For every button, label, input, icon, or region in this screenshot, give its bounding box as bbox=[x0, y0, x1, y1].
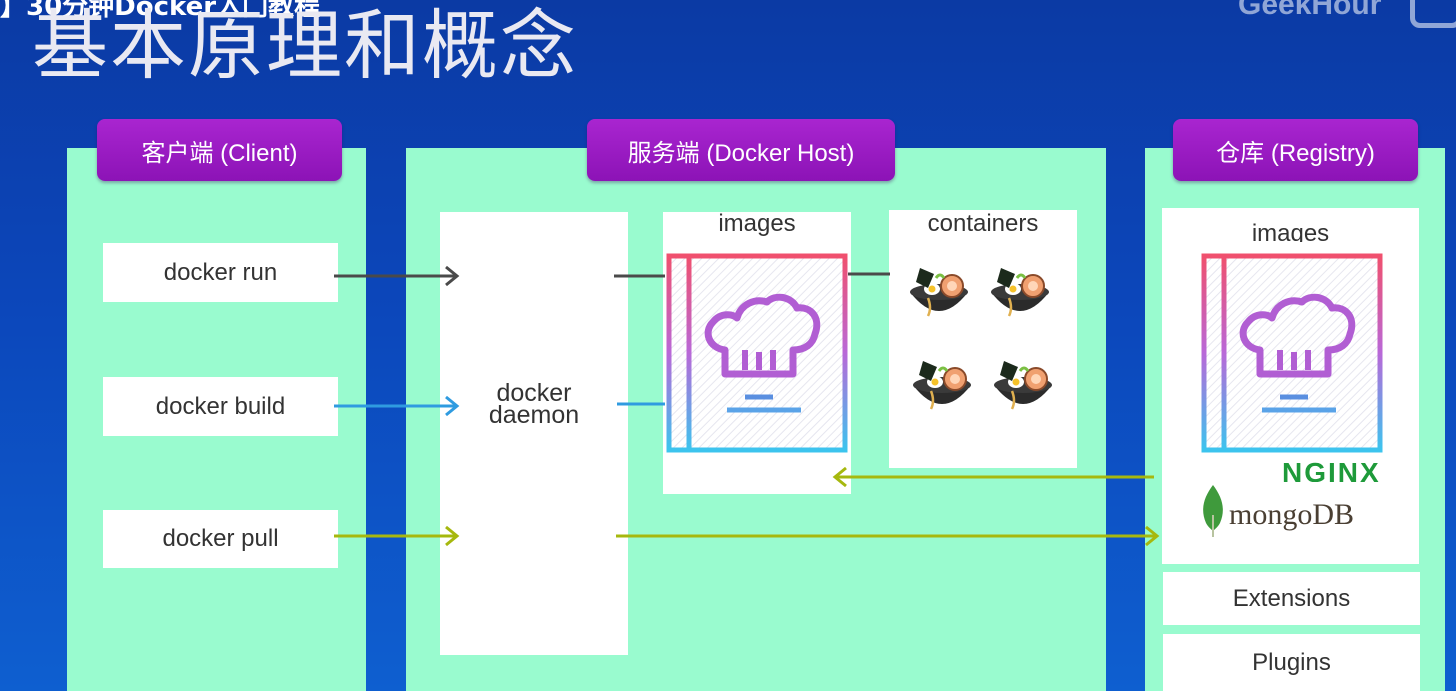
mongodb-leaf-icon bbox=[1203, 485, 1223, 537]
slide-title: 基本原理和概念 bbox=[32, 1, 578, 90]
registry-to-images-arrowhead bbox=[832, 466, 847, 488]
pull-arrowhead bbox=[445, 525, 460, 547]
registry-header: 仓库 (Registry) bbox=[1173, 119, 1418, 181]
plugins-box: Plugins bbox=[1163, 634, 1420, 691]
docker-daemon-box: docker daemon bbox=[440, 212, 628, 655]
host-images-label: images bbox=[718, 210, 796, 237]
host-header: 服务端 (Docker Host) bbox=[587, 119, 895, 181]
bilibili-logo-icon bbox=[1410, 0, 1456, 28]
containers-label: containers bbox=[927, 210, 1039, 237]
run-arrowhead bbox=[445, 265, 460, 287]
daemon-label-line2: daemon bbox=[488, 401, 580, 429]
container-ramen-icon-1 bbox=[910, 268, 968, 317]
container-ramen-icon-3 bbox=[913, 361, 971, 410]
docker-build-box: docker build bbox=[103, 377, 338, 436]
recipe-book-icon bbox=[666, 252, 848, 454]
nginx-logo: NGINX bbox=[1282, 457, 1381, 482]
extensions-box: Extensions bbox=[1163, 572, 1420, 625]
daemon-label-line1: docker bbox=[496, 379, 572, 407]
client-header: 客户端 (Client) bbox=[97, 119, 342, 181]
brand-logo-text: GeekHour bbox=[1238, 0, 1382, 21]
video-title: 】30分钟Docker入门教程 bbox=[0, 0, 321, 22]
daemon-label: docker daemon bbox=[440, 379, 628, 429]
mongodb-logo-text: mongoDB bbox=[1229, 498, 1355, 531]
registry-images-label: images bbox=[1251, 220, 1330, 242]
build-arrowhead bbox=[445, 395, 460, 417]
docker-pull-box: docker pull bbox=[103, 510, 338, 568]
pull-to-registry-arrowhead bbox=[1145, 525, 1160, 547]
container-ramen-icon-4 bbox=[994, 361, 1052, 410]
registry-recipe-book-icon bbox=[1186, 246, 1386, 460]
docker-run-box: docker run bbox=[103, 243, 338, 302]
container-ramen-icon-2 bbox=[991, 268, 1049, 317]
containers-box: containers bbox=[889, 210, 1077, 468]
